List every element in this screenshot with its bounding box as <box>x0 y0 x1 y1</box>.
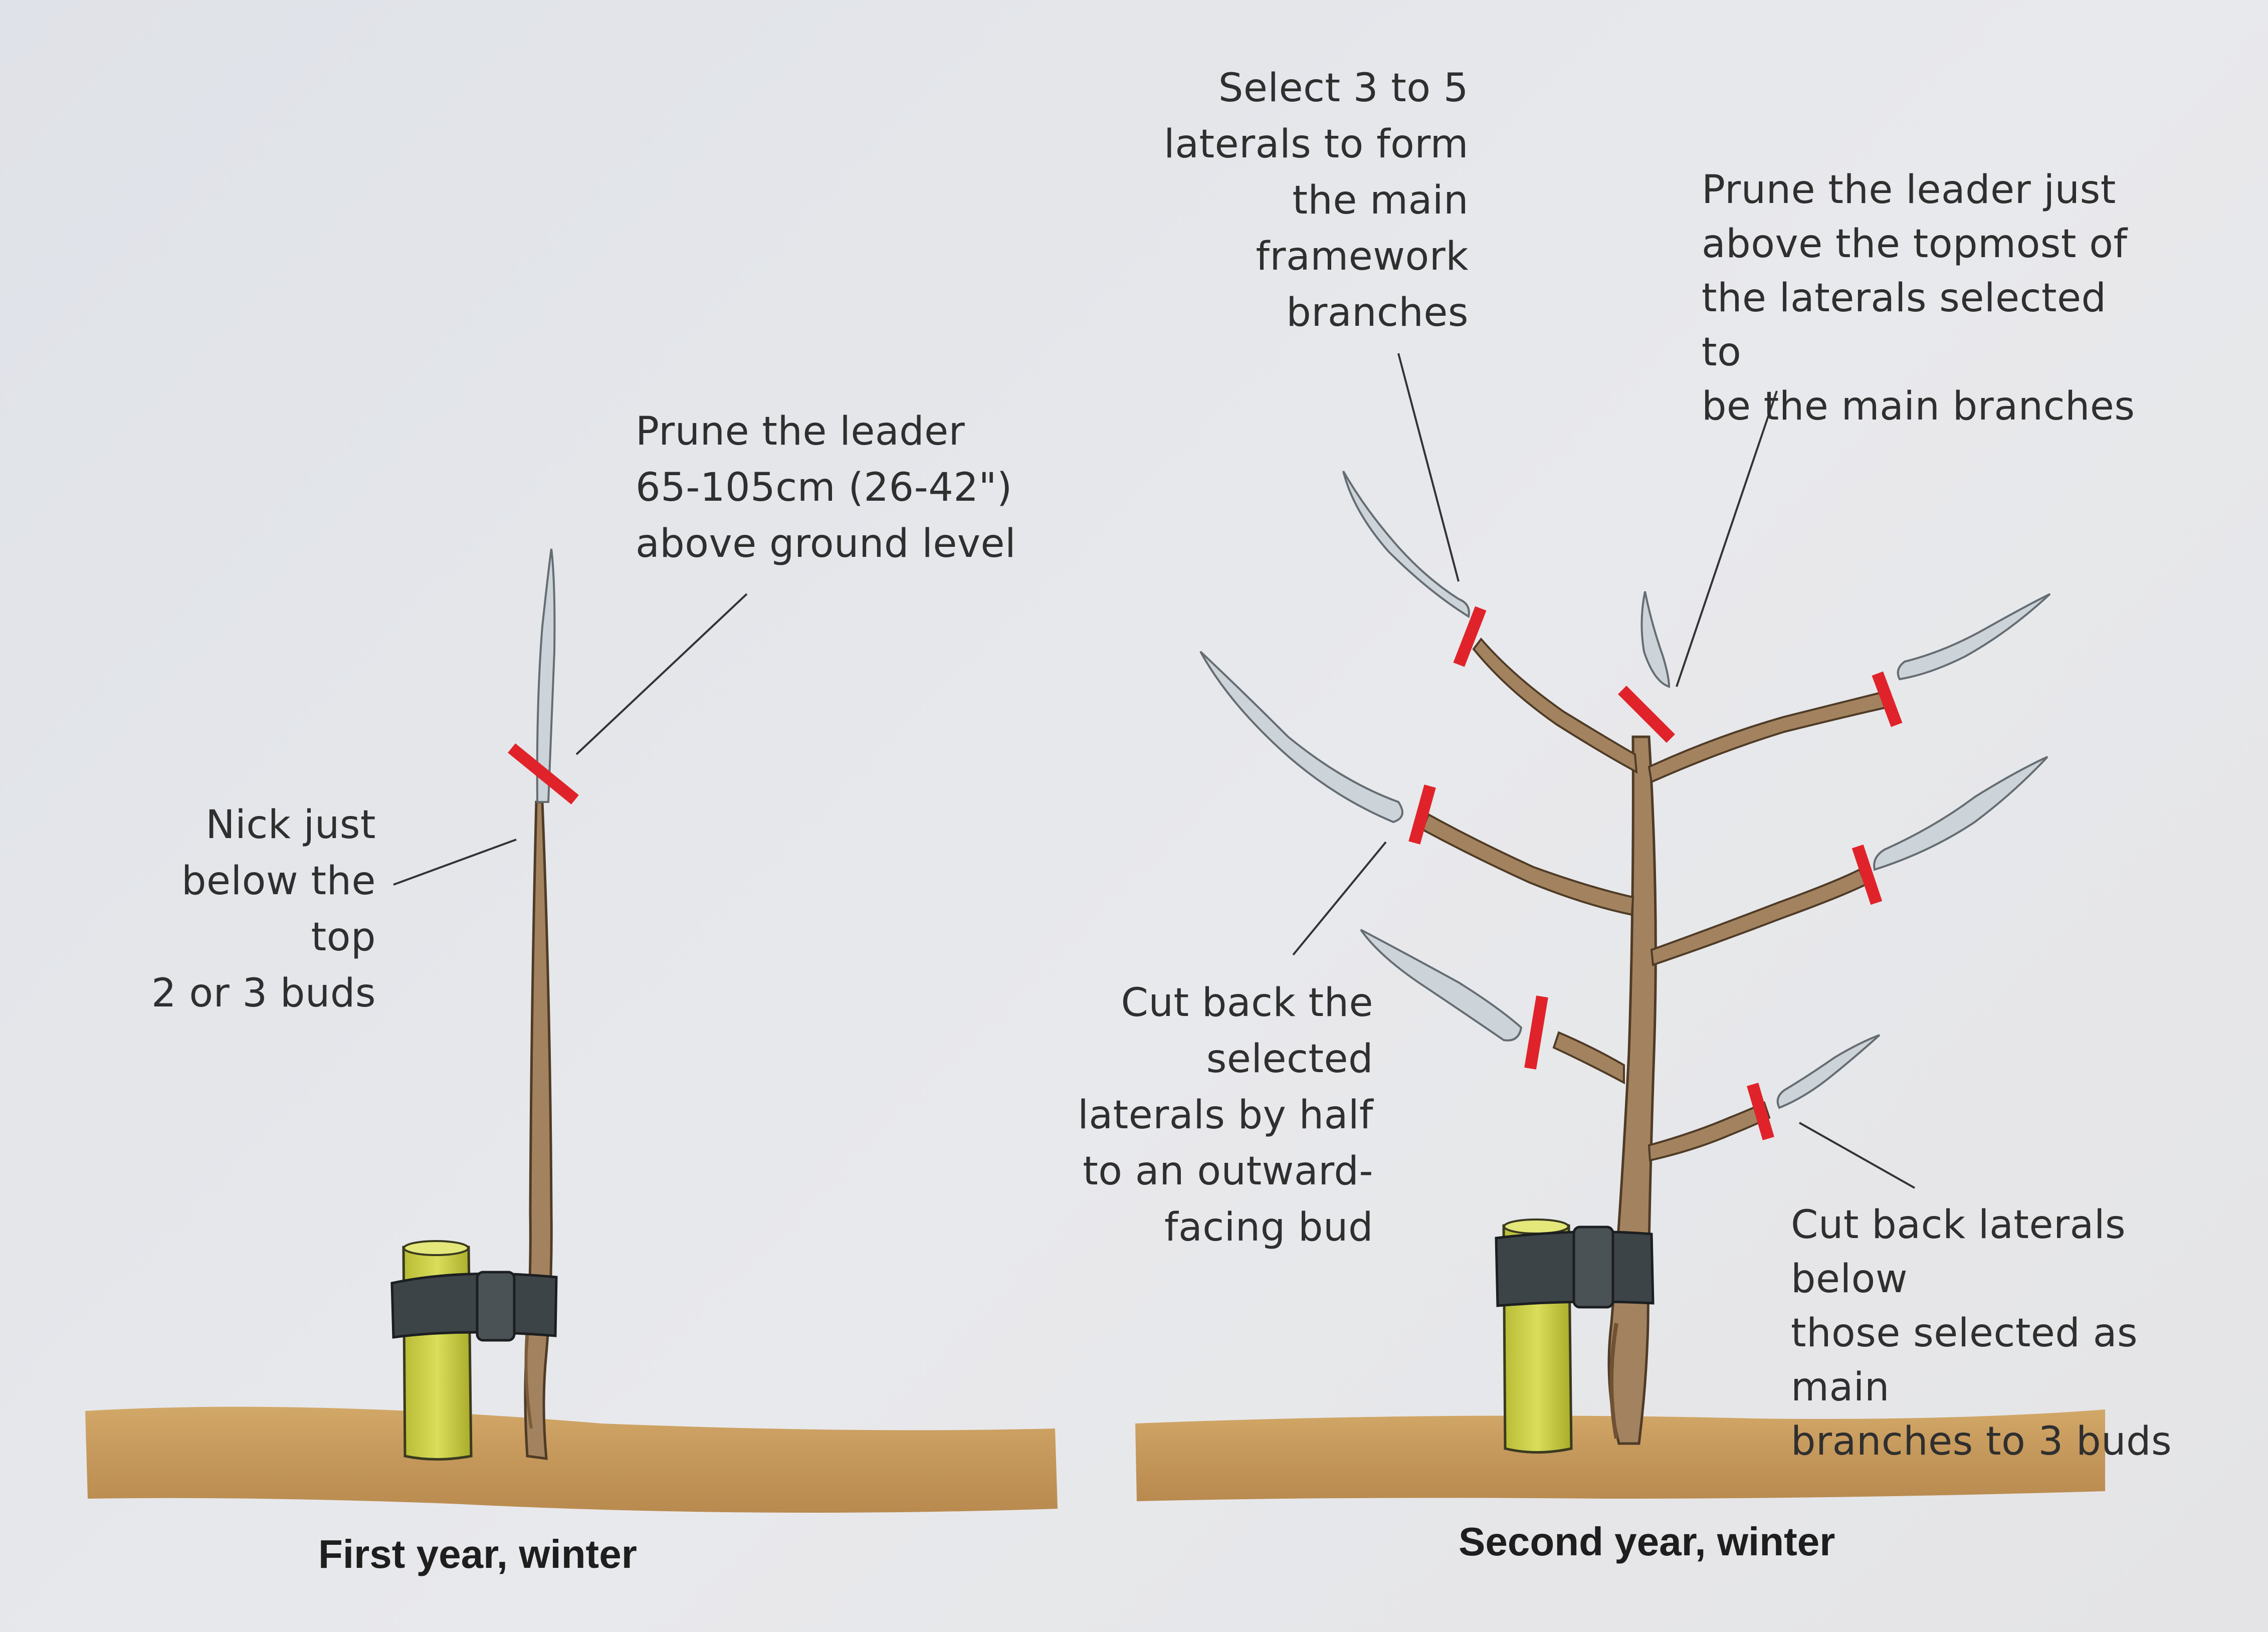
annotation-nick-buds: Nick just below the top 2 or 3 buds <box>151 802 376 1016</box>
annotation-select-laterals: Select 3 to 5 laterals to form the main … <box>1164 66 1469 335</box>
caption-second-year: Second year, winter <box>1459 1519 1835 1564</box>
trunk-left <box>524 800 553 1460</box>
second-year-tree <box>1135 353 2105 1501</box>
pruned-leader-top-left <box>536 548 556 803</box>
leader-line-nick <box>393 839 517 886</box>
annotation-leader-lines <box>1292 353 1915 1189</box>
leader-line-prune <box>575 593 748 755</box>
annotation-prune-leader: Prune the leader 65-105cm (26-42") above… <box>636 409 1016 566</box>
caption-first-year: First year, winter <box>318 1532 637 1576</box>
framework-branches <box>1421 637 1891 1162</box>
soil-strip-right <box>1135 1409 2105 1501</box>
pruned-branch-tips <box>1199 471 2051 1109</box>
cut-marks-right <box>1408 606 1903 1140</box>
tree-tie-left <box>390 1272 558 1339</box>
soil-strip-left <box>85 1406 1058 1513</box>
annotation-cut-back-lower: Cut back laterals below those selected a… <box>1791 1202 2172 1464</box>
annotation-cut-back-selected: Cut back the selected laterals by half t… <box>1078 980 1373 1250</box>
annotation-prune-leader-topmost: Prune the leader just above the topmost … <box>1702 167 2135 429</box>
first-year-tree <box>85 548 1058 1513</box>
cut-mark-left <box>508 743 579 804</box>
